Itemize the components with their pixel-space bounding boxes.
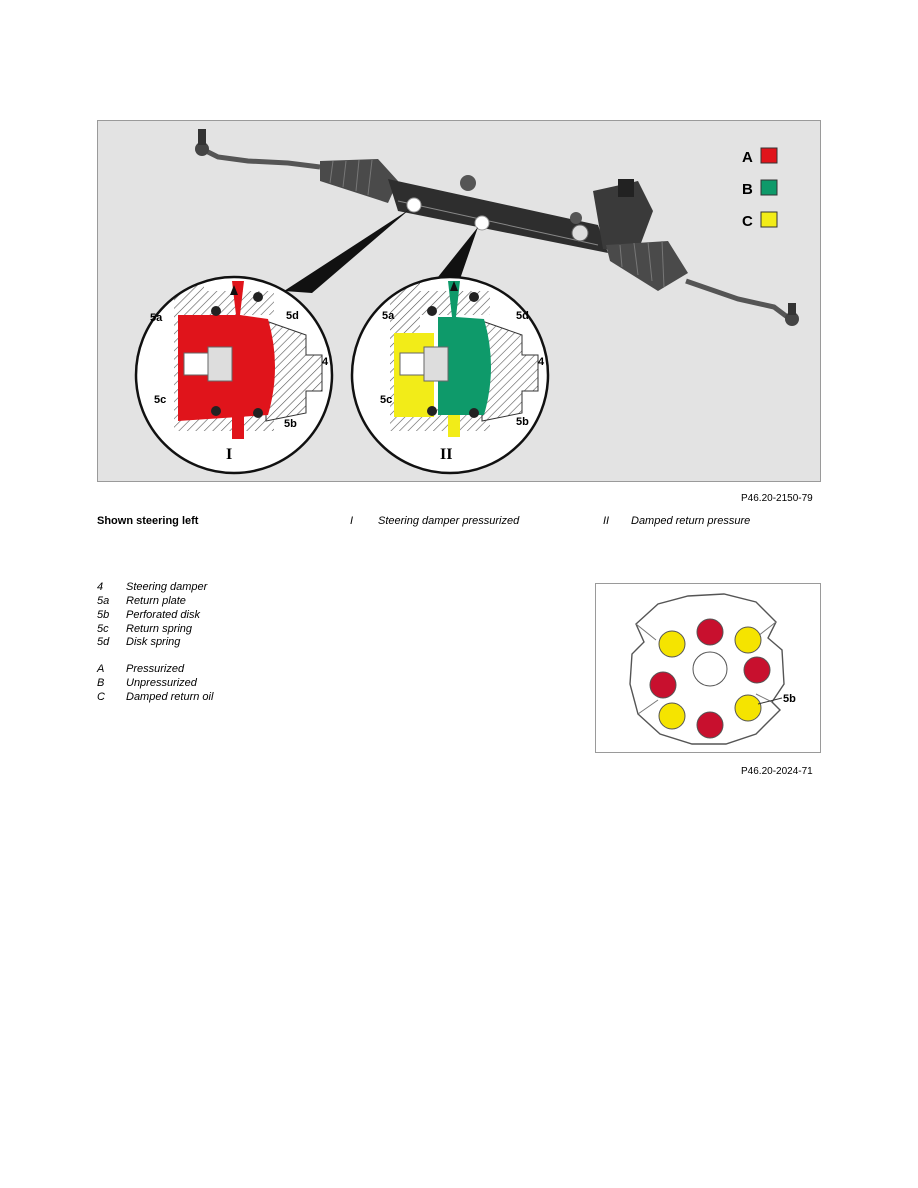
legend-text: Damped return oil [126, 691, 214, 703]
steering-gear-illustration: 5a 5d 4 5c 5b I [134, 129, 799, 475]
hole-yellow [658, 630, 686, 658]
legend-key: A [97, 663, 105, 675]
figure-small-ref: P46.20-2024-71 [741, 766, 813, 777]
caption-item2-key: II [603, 515, 610, 527]
label-5c-ii: 5c [380, 394, 392, 406]
detail-view-i: 5a 5d 4 5c 5b I [134, 275, 334, 475]
color-key: A B C [742, 147, 778, 230]
legend-key: 5b [97, 609, 110, 621]
legend-text: Return plate [126, 595, 186, 607]
component-legend: 4 Steering damper 5a Return plate 5b Per… [97, 581, 347, 651]
label-5b-small: 5b [783, 693, 796, 705]
caption-item1-text: Steering damper pressurized [378, 515, 520, 527]
legend-text: Pressurized [126, 663, 185, 675]
key-letter-a: A [742, 149, 753, 166]
label-5a-ii: 5a [382, 310, 395, 322]
legend-text: Steering damper [126, 581, 208, 593]
legend-key: 5d [97, 636, 110, 648]
detail-view-ii: 5a 5d 4 5c 5b II [350, 275, 550, 475]
view-label-i: I [226, 446, 232, 463]
legend-key: 5c [97, 623, 109, 635]
label-5b-ii: 5b [516, 416, 529, 428]
view-label-ii: II [440, 446, 452, 463]
label-5b-i: 5b [284, 418, 297, 430]
hole-yellow [658, 702, 686, 730]
key-letter-b: B [742, 181, 753, 198]
perforated-disk-illustration: 5b [629, 593, 796, 745]
key-letter-c: C [742, 213, 753, 230]
legend-text: Perforated disk [126, 609, 200, 621]
hole-red [696, 711, 724, 739]
main-figure: 5a 5d 4 5c 5b I [97, 120, 821, 482]
hole-yellow [734, 694, 762, 722]
legend-text: Disk spring [126, 636, 181, 648]
key-swatch-b [760, 179, 778, 196]
key-swatch-c [760, 211, 778, 228]
label-5d-i: 5d [286, 310, 299, 322]
legend-key: 4 [97, 581, 104, 593]
key-swatch-a [760, 147, 778, 164]
hole-red [696, 618, 724, 646]
caption-item1-key: I [350, 515, 354, 527]
figure-main-ref: P46.20-2150-79 [741, 493, 813, 504]
legend-key: B [97, 677, 105, 689]
label-5a-i: 5a [150, 312, 163, 324]
label-5c-i: 5c [154, 394, 166, 406]
caption-title: Shown steering left [97, 515, 199, 527]
label-4-ii: 4 [538, 356, 545, 368]
caption-item2-text: Damped return pressure [631, 515, 751, 527]
legend-text: Unpressurized [126, 677, 197, 689]
hole-red [649, 671, 677, 699]
hole-yellow [734, 626, 762, 654]
hole-red [743, 656, 771, 684]
state-legend: A Pressurized B Unpressurized C Damped r… [97, 663, 347, 705]
legend-key: C [97, 691, 105, 703]
legend-key: 5a [97, 595, 110, 607]
label-4-i: 4 [322, 356, 329, 368]
legend-text: Return spring [126, 623, 193, 635]
perforated-disk-figure: 5b [595, 583, 821, 753]
steering-rack [195, 129, 799, 326]
label-5d-ii: 5d [516, 310, 529, 322]
